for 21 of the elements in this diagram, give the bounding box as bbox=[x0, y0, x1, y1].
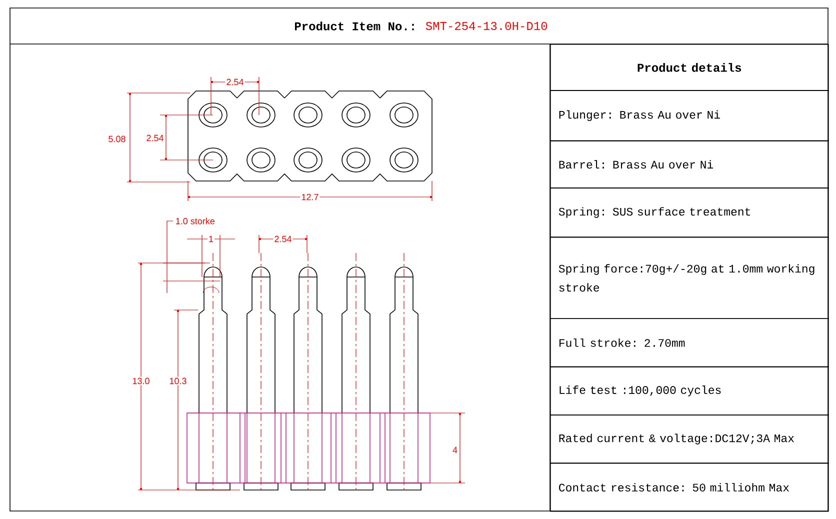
table-header-cell: Product details bbox=[550, 44, 829, 91]
table-cell: Spring: SUS surface treatment bbox=[550, 188, 829, 238]
table-cell: Life test :100,000 cycles bbox=[550, 366, 829, 416]
part-number: SMT-254-13.0H-D10 bbox=[426, 22, 548, 30]
table-cell: Barrel: Brass Au over Ni bbox=[550, 140, 829, 188]
dimension-label: 5.08 bbox=[107, 134, 127, 144]
dimension-label: 4 bbox=[452, 446, 458, 454]
table-cell: Spring force:70g+/-20g at 1.0mm working stroke bbox=[550, 236, 829, 319]
dimension-label: 13.0 bbox=[131, 376, 151, 386]
item-number-label: Product Item No.: bbox=[294, 22, 414, 30]
dimension-label: 12.7 bbox=[300, 192, 320, 202]
dimension-label: 2.54 bbox=[225, 78, 245, 86]
dimension-label: 10.3 bbox=[168, 376, 188, 386]
table-cell: Full stroke: 2.70mm bbox=[550, 318, 829, 368]
table-cell: Plunger: Brass Au over Ni bbox=[550, 90, 829, 142]
dimension-label: 1.0 storke bbox=[176, 218, 215, 224]
dimension-label: 2.54 bbox=[145, 134, 165, 142]
dimension-label: 2.54 bbox=[273, 234, 293, 244]
dimension-label: 1 bbox=[208, 234, 214, 244]
table-cell: Contact resistance: 50 milliohm Max bbox=[550, 462, 829, 512]
table-cell: Rated current & voltage:DC12V;3A Max bbox=[550, 414, 829, 464]
